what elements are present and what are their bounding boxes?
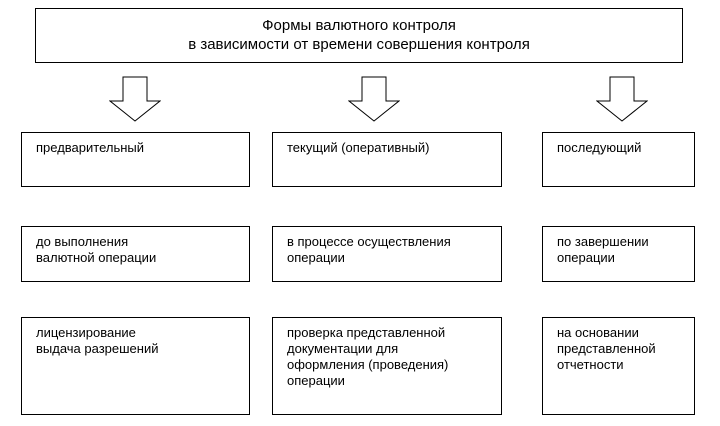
timing-box-current: в процессе осуществления операции [272,226,502,282]
method-box-current: проверка представленной документации для… [272,317,502,415]
timing-box-subsequent: по завершении операции [542,226,695,282]
title-line-1: Формы валютного контроля [262,17,456,34]
form-box-subsequent: последующий [542,132,695,187]
down-arrow-icon [596,76,648,122]
diagram-title-box: Формы валютного контроля в зависимости о… [35,8,683,63]
form-box-current: текущий (оперативный) [272,132,502,187]
timing-box-preliminary: до выполнения валютной операции [21,226,250,282]
method-box-subsequent: на основании представленной отчетности [542,317,695,415]
title-line-2: в зависимости от времени совершения конт… [188,36,530,53]
method-box-preliminary: лицензирование выдача разрешений [21,317,250,415]
down-arrow-icon [109,76,161,122]
form-box-preliminary: предварительный [21,132,250,187]
down-arrow-icon [348,76,400,122]
